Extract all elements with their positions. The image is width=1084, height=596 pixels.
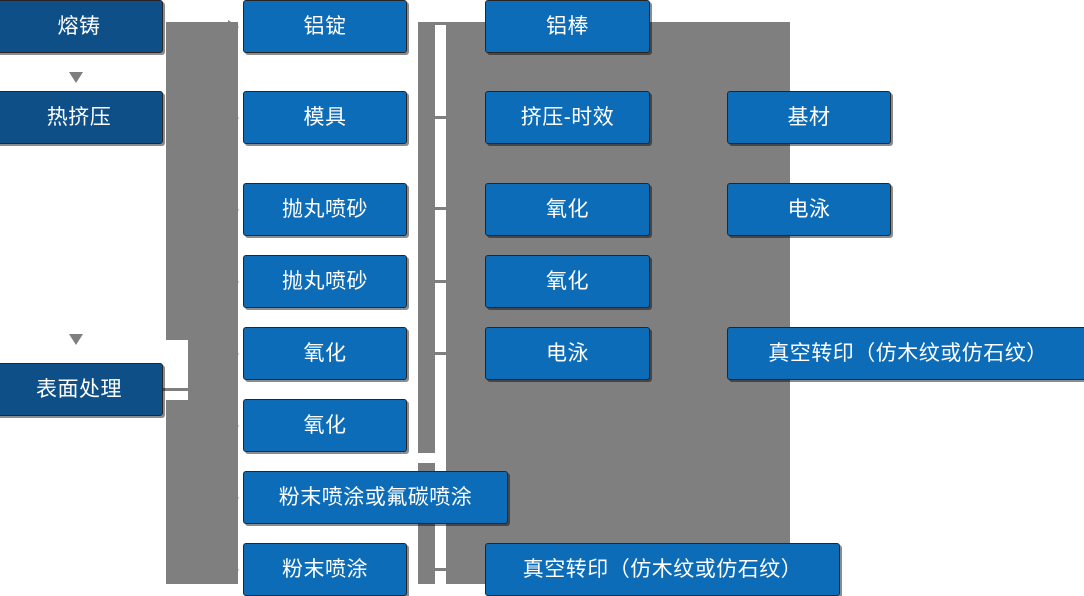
process-label-powder-coating: 粉末喷涂 [282, 557, 368, 581]
connector-tick-row4 [432, 280, 454, 283]
stage-box-melt-cast[interactable]: 熔铸 [0, 0, 163, 53]
connector-tick-row1 [418, 22, 452, 25]
process-label-oxidation-c2-2: 氧化 [303, 413, 347, 437]
stage-label-hot-extrusion: 热挤压 [46, 105, 112, 129]
stage-box-surface-treatment[interactable]: 表面处理 [0, 363, 163, 416]
process-label-extrusion-aging: 挤压-时效 [520, 105, 615, 129]
process-box-aluminium-bar[interactable]: 铝棒 [485, 0, 650, 53]
process-label-aluminium-ingot: 铝锭 [303, 14, 347, 38]
connector-tick-row3 [432, 207, 454, 210]
stage-label-surface-treatment: 表面处理 [36, 377, 122, 401]
process-label-oxidation-c3-2: 氧化 [546, 269, 589, 293]
process-box-oxidation-c3-1[interactable]: 氧化 [485, 183, 650, 236]
connector-tick-row2 [432, 116, 454, 119]
process-box-mould[interactable]: 模具 [243, 91, 407, 144]
connector-bus-left-notch [166, 340, 188, 400]
process-box-vacuum-transfer-c4[interactable]: 真空转印（仿木纹或仿石纹） [727, 327, 1084, 380]
connector-bus-middle-bar [418, 22, 435, 453]
process-label-vacuum-transfer-c3: 真空转印（仿木纹或仿石纹） [522, 557, 803, 581]
process-box-powder-or-pvdf[interactable]: 粉末喷涂或氟碳喷涂 [243, 471, 508, 524]
connector-stub-surface-treatment [163, 388, 191, 391]
process-label-shot-blast-1: 抛丸喷砂 [282, 197, 368, 221]
arrow-right-icon-bus2-electrophoresis [705, 204, 715, 216]
connector-bus-left [166, 22, 238, 584]
stage-box-hot-extrusion[interactable]: 热挤压 [0, 91, 163, 144]
process-box-aluminium-ingot[interactable]: 铝锭 [243, 0, 407, 53]
process-label-oxidation-c3-1: 氧化 [546, 197, 589, 221]
process-label-mould: 模具 [303, 105, 347, 129]
process-box-electrophoresis-c3[interactable]: 电泳 [485, 327, 650, 380]
arrow-right-icon-bus1-row6 [228, 419, 239, 433]
connector-tick-row8 [432, 568, 454, 571]
arrow-right-icon-bus1-row4 [228, 275, 239, 289]
process-label-shot-blast-2: 抛丸喷砂 [282, 269, 368, 293]
arrow-right-icon-bus1-row3 [228, 203, 239, 217]
arrow-down-icon-melt-to-extrusion [69, 72, 83, 83]
process-label-oxidation-c2-1: 氧化 [303, 341, 347, 365]
process-box-shot-blast-2[interactable]: 抛丸喷砂 [243, 255, 407, 308]
arrow-right-icon-bus2-substrate [705, 112, 715, 124]
process-box-oxidation-c2-1[interactable]: 氧化 [243, 327, 407, 380]
process-box-extrusion-aging[interactable]: 挤压-时效 [485, 91, 650, 144]
arrow-right-icon-bus1-row8 [228, 563, 239, 577]
process-label-electrophoresis-c3: 电泳 [546, 341, 589, 365]
arrow-down-icon-extrusion-to-surface [69, 334, 83, 345]
process-label-vacuum-transfer-c4: 真空转印（仿木纹或仿石纹） [768, 341, 1048, 365]
arrow-right-icon-bus1-row5 [228, 347, 239, 361]
process-box-powder-coating[interactable]: 粉末喷涂 [243, 543, 407, 596]
process-label-powder-or-pvdf: 粉末喷涂或氟碳喷涂 [278, 485, 473, 509]
process-label-electrophoresis-c4: 电泳 [787, 197, 831, 221]
stage-label-melt-cast: 熔铸 [57, 14, 101, 38]
process-label-substrate: 基材 [787, 105, 831, 129]
process-box-substrate[interactable]: 基材 [727, 91, 891, 144]
arrow-right-icon-bus1-row1 [228, 20, 239, 34]
process-box-oxidation-c2-2[interactable]: 氧化 [243, 399, 407, 452]
arrow-right-icon-bus2-vacuum-transfer [705, 348, 715, 360]
process-box-vacuum-transfer-c3[interactable]: 真空转印（仿木纹或仿石纹） [485, 543, 840, 596]
process-label-aluminium-bar: 铝棒 [546, 14, 589, 38]
process-box-shot-blast-1[interactable]: 抛丸喷砂 [243, 183, 407, 236]
process-box-electrophoresis-c4[interactable]: 电泳 [727, 183, 891, 236]
arrow-right-icon-bus1-row7 [228, 491, 239, 505]
connector-tick-row5 [432, 352, 454, 355]
arrow-right-icon-bus1-row2 [228, 111, 239, 125]
process-box-oxidation-c3-2[interactable]: 氧化 [485, 255, 650, 308]
